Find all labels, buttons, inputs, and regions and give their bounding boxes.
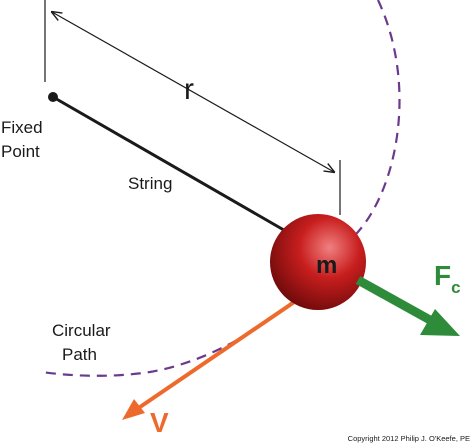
circular-path-label-line1: Circular: [52, 321, 111, 340]
circular-path-label-line2: Path: [62, 345, 97, 364]
string-label: String: [128, 174, 172, 193]
string-line: [52, 95, 297, 239]
force-arrow-shaft: [355, 276, 433, 324]
velocity-label: V: [150, 407, 169, 438]
mass-sphere-icon: [270, 214, 366, 310]
radius-dimension-line: [52, 12, 334, 172]
fixed-point-label-line1: Fixed: [1, 118, 43, 137]
fixed-point-label-line2: Point: [1, 142, 40, 161]
radius-label: r: [184, 73, 194, 106]
circular-path-arc: [41, 0, 401, 377]
force-arrow-head: [420, 309, 460, 336]
mass-label: m: [316, 252, 337, 279]
velocity-arrow-shaft: [138, 292, 308, 409]
force-label-main: F: [434, 260, 451, 291]
fixed-point-dot-icon: [48, 92, 58, 102]
force-label-sub: c: [451, 278, 460, 297]
force-label: Fc: [434, 260, 461, 297]
velocity-arrow-head: [122, 399, 145, 420]
copyright-text: Copyright 2012 Philip J. O'Keefe, PE: [348, 434, 470, 443]
